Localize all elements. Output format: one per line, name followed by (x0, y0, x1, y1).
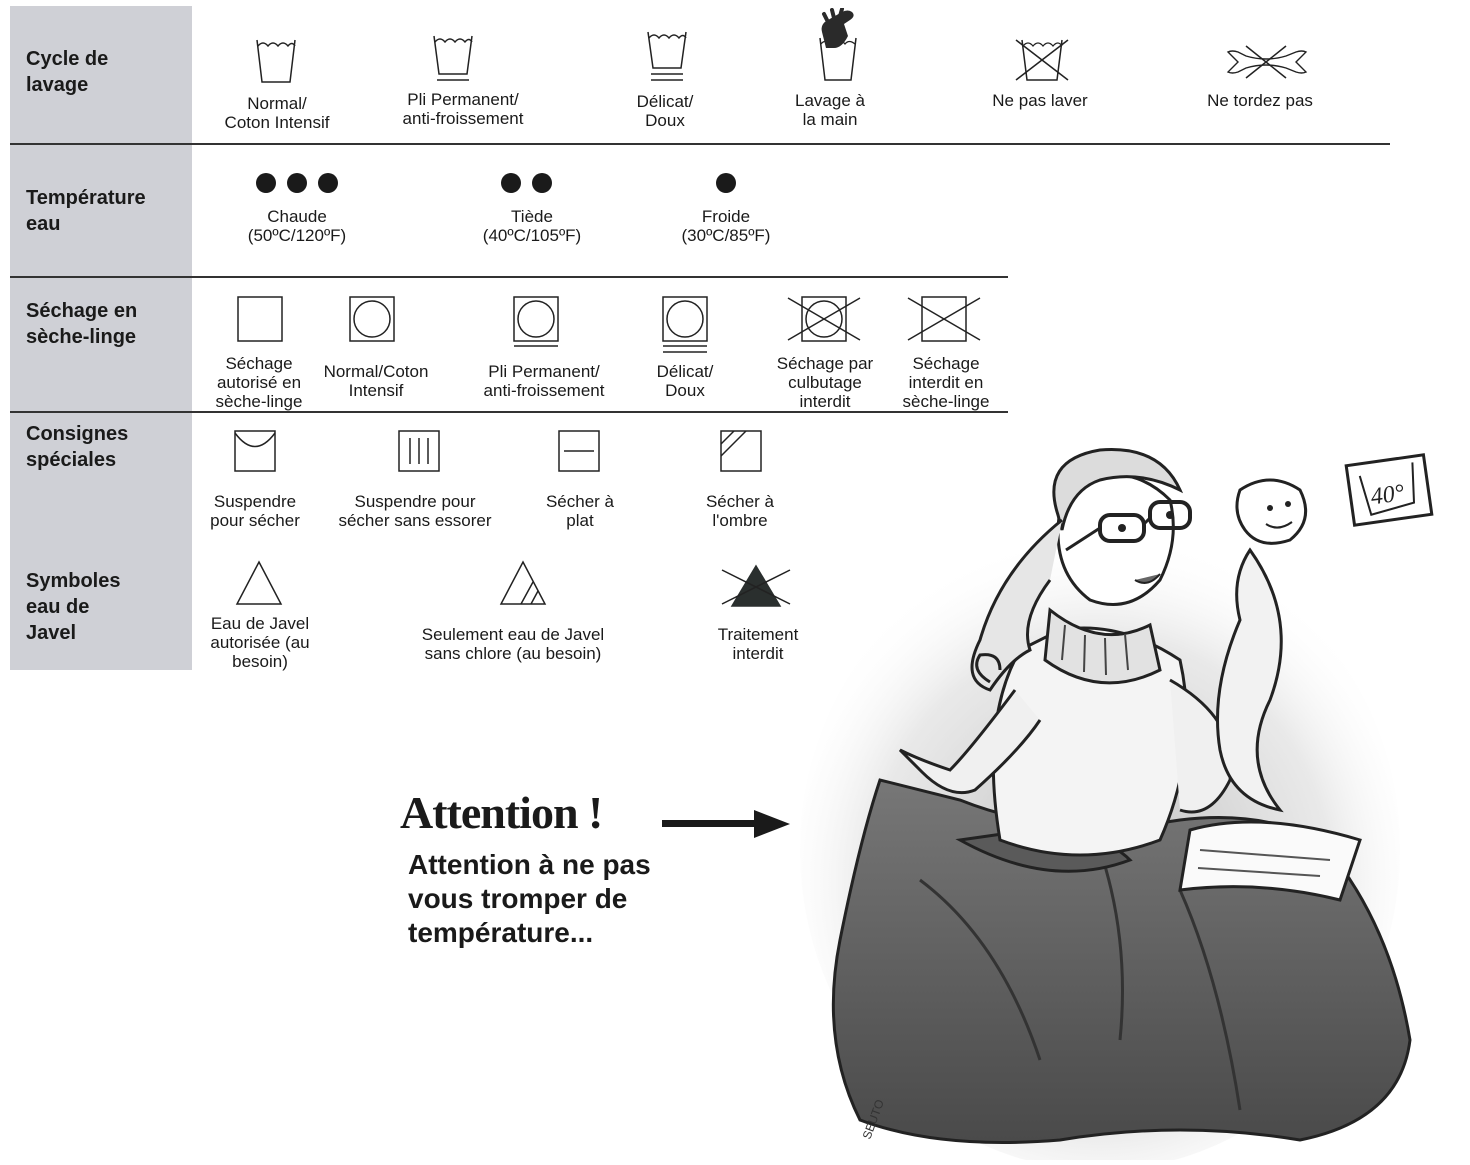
do-not-tumble-icon (786, 296, 862, 342)
tumble-dry-normal-icon (349, 296, 395, 342)
bleach-label: Traitement interdit (717, 625, 799, 663)
section-title-special: Consignes spéciales (26, 423, 129, 471)
attention-body: Attention à ne pas vous tromper de tempé… (408, 849, 651, 948)
special-label: Sécher à l'ombre (705, 492, 775, 530)
do-not-wring-icon (1224, 44, 1310, 80)
wash-label: Délicat/ Doux (636, 92, 694, 130)
drying-label: Séchage interdit en sèche-linge (902, 354, 990, 411)
special-label: Suspendre pour sécher (210, 492, 300, 530)
bleach-allowed-icon (235, 560, 283, 606)
special-label: Sécher à plat (545, 492, 615, 530)
bleach-label: Eau de Javel autorisée (au besoin) (210, 614, 310, 671)
tumble-dry-square-icon (237, 296, 283, 342)
wash-label: Pli Permanent/ anti-froissement (402, 90, 524, 128)
do-not-dry-icon (906, 296, 982, 342)
wash-label: Lavage à la main (795, 91, 865, 129)
special-label: Suspendre pour sécher sans essorer (338, 492, 492, 530)
section-title-wash: Cycle de lavage (26, 48, 109, 96)
wash-label: Ne tordez pas (1207, 91, 1313, 110)
washtub-two-bars-icon (645, 28, 689, 84)
line-dry-icon (234, 430, 276, 472)
attention-title: Attention ! (400, 787, 603, 838)
section-title-bleach: Symboles eau de Javel (26, 570, 121, 644)
hand-wash-icon (812, 8, 862, 84)
divider-line (10, 143, 1390, 145)
drying-label: Pli Permanent/ anti-froissement (483, 362, 605, 400)
divider-line (10, 411, 1008, 413)
temperature-label: Chaude (50ºC/120ºF) (247, 207, 347, 245)
section-title-temperature: Température eau (26, 187, 146, 235)
drip-dry-icon (398, 430, 440, 472)
category-band (10, 6, 192, 670)
do-not-wash-icon (1012, 36, 1072, 84)
temperature-label: Tiède (40ºC/105ºF) (482, 207, 582, 245)
drying-label: Séchage autorisé en sèche-linge (215, 354, 303, 411)
temperature-label: Froide (30ºC/85ºF) (681, 207, 771, 245)
divider-line (10, 276, 1008, 278)
dry-in-shade-icon (720, 430, 762, 472)
washtub-icon (254, 36, 298, 86)
two-dots-icon (500, 171, 556, 195)
wash-label: Normal/ Coton Intensif (224, 94, 330, 132)
washtub-one-bar-icon (431, 32, 475, 84)
tumble-dry-permanent-icon (513, 296, 559, 348)
drying-label: Séchage par culbutage interdit (776, 354, 874, 411)
do-not-bleach-icon (720, 560, 792, 610)
drying-label: Normal/Coton Intensif (323, 362, 429, 400)
wash-label: Ne pas laver (992, 91, 1088, 110)
drying-label: Délicat/ Doux (656, 362, 714, 400)
woman-laundry-illustration: 40° SEUTO (800, 420, 1460, 1165)
section-title-drying: Séchage en sèche-linge (26, 300, 138, 348)
non-chlorine-bleach-icon (499, 560, 547, 606)
sign-text: 40° (1369, 480, 1406, 510)
three-dots-icon (255, 171, 341, 195)
bleach-label: Seulement eau de Javel sans chlore (au b… (421, 625, 605, 663)
arrow-right-icon (662, 806, 792, 847)
one-dot-icon (714, 171, 738, 195)
dry-flat-icon (558, 430, 600, 472)
tumble-dry-delicate-icon (662, 296, 708, 354)
